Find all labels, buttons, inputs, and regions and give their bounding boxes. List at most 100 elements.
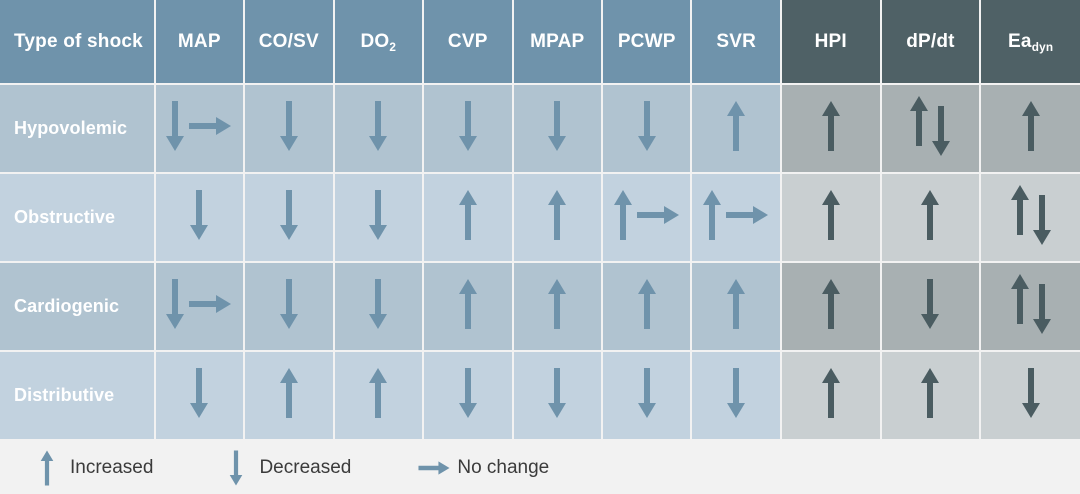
cell-hypovolemic-svr (691, 84, 782, 174)
trend-glyph-down (368, 188, 388, 242)
trend-glyph-down (547, 99, 567, 153)
arrow-up-icon (30, 449, 64, 487)
arrow-down-icon (931, 104, 951, 158)
arrow-down-icon (1032, 282, 1052, 336)
arrow-right-icon (417, 460, 451, 476)
trend-glyph-up-down (1010, 274, 1052, 334)
trend-glyph-up (726, 277, 746, 331)
trend-glyph-down (547, 366, 567, 420)
cell-distributive-cvp (423, 351, 514, 441)
column-header-dp-dt: dP/dt (880, 0, 982, 85)
trend-glyph-down (726, 366, 746, 420)
cell-cardiogenic-dp-dt (880, 262, 982, 352)
cell-obstructive-hpi (780, 173, 882, 263)
trend-glyph-down (279, 99, 299, 153)
arrow-up-icon (920, 366, 940, 420)
column-header-label: DO (360, 30, 390, 52)
arrow-down-icon (458, 99, 478, 153)
arrow-down-icon (920, 277, 940, 331)
cell-hypovolemic-co-sv (244, 84, 335, 174)
trend-glyph-up (821, 99, 841, 153)
cell-distributive-do (333, 351, 425, 441)
table-row: Hypovolemic (0, 84, 1080, 174)
column-header-svr: SVR (691, 0, 782, 85)
trend-glyph-down (458, 99, 478, 153)
arrow-right-icon (187, 294, 233, 314)
arrow-down-icon (637, 366, 657, 420)
cell-cardiogenic-co-sv (244, 262, 335, 352)
cell-hypovolemic-map (154, 84, 246, 174)
row-label-obstructive: Obstructive (0, 173, 156, 263)
trend-glyph-down (189, 366, 209, 420)
cell-cardiogenic-do (333, 262, 425, 352)
arrow-up-icon (1010, 183, 1030, 237)
arrow-down-icon (165, 99, 185, 153)
arrow-up-icon (458, 277, 478, 331)
trend-glyph-down (458, 366, 478, 420)
arrow-up-icon (458, 188, 478, 242)
table-row: Distributive (0, 351, 1080, 441)
arrow-up-icon (726, 277, 746, 331)
arrow-up-icon (547, 277, 567, 331)
column-header-label: dP/dt (906, 30, 955, 52)
trend-glyph-down (368, 277, 388, 331)
trend-glyph-up (279, 366, 299, 420)
column-header-label: PCWP (617, 30, 676, 52)
arrow-up-icon (702, 188, 722, 242)
column-header-label: CO/SV (258, 30, 319, 52)
arrow-up-icon (368, 366, 388, 420)
arrow-up-icon (909, 94, 929, 148)
legend-item-no-change: No change (417, 457, 549, 479)
legend-label: No change (457, 456, 550, 478)
cell-hypovolemic-ea (980, 84, 1080, 174)
table-row: Obstructive (0, 173, 1080, 263)
header-corner-label: Type of shock (14, 30, 143, 52)
header-type-of-shock: Type of shock (0, 0, 156, 85)
cell-hypovolemic-do (333, 84, 425, 174)
arrow-up-icon (1010, 272, 1030, 326)
cell-obstructive-do (333, 173, 425, 263)
arrow-up-icon (821, 277, 841, 331)
column-header-pcwp: PCWP (601, 0, 693, 85)
column-header-label: MAP (177, 30, 221, 52)
arrow-down-icon (189, 366, 209, 420)
arrow-up-icon (613, 188, 633, 242)
arrow-up-icon (279, 366, 299, 420)
cell-obstructive-cvp (423, 173, 514, 263)
table-row: Cardiogenic (0, 262, 1080, 352)
arrow-down-icon (458, 366, 478, 420)
cell-cardiogenic-ea (980, 262, 1080, 352)
trend-glyph-down (637, 366, 657, 420)
arrow-down-icon (726, 366, 746, 420)
arrow-down-icon (279, 277, 299, 331)
arrow-up-icon (821, 366, 841, 420)
cell-distributive-ea (980, 351, 1080, 441)
column-header-subscript: 2 (389, 40, 397, 54)
trend-glyph-up (458, 277, 478, 331)
trend-glyph-down-right (165, 277, 233, 331)
cell-distributive-svr (691, 351, 782, 441)
trend-glyph-up (547, 277, 567, 331)
arrow-down-icon (165, 277, 185, 331)
column-header-hpi: HPI (780, 0, 882, 85)
trend-glyph-up (547, 188, 567, 242)
cell-obstructive-map (154, 173, 246, 263)
arrow-down-icon (189, 188, 209, 242)
column-header-label: HPI (814, 30, 847, 52)
trend-glyph-down-right (165, 99, 233, 153)
column-header-label: Ea (1008, 30, 1032, 52)
cell-distributive-mpap (512, 351, 603, 441)
trend-glyph-up (368, 366, 388, 420)
legend-label: Increased (70, 456, 154, 478)
column-header-do: DO2 (333, 0, 425, 85)
arrow-down-icon (637, 99, 657, 153)
trend-glyph-up-down (909, 96, 951, 156)
arrow-up-icon (1021, 99, 1041, 153)
cell-hypovolemic-hpi (780, 84, 882, 174)
cell-obstructive-ea (980, 173, 1080, 263)
column-header-label: MPAP (530, 30, 585, 52)
row-label-hypovolemic: Hypovolemic (0, 84, 156, 174)
row-label-distributive: Distributive (0, 351, 156, 441)
